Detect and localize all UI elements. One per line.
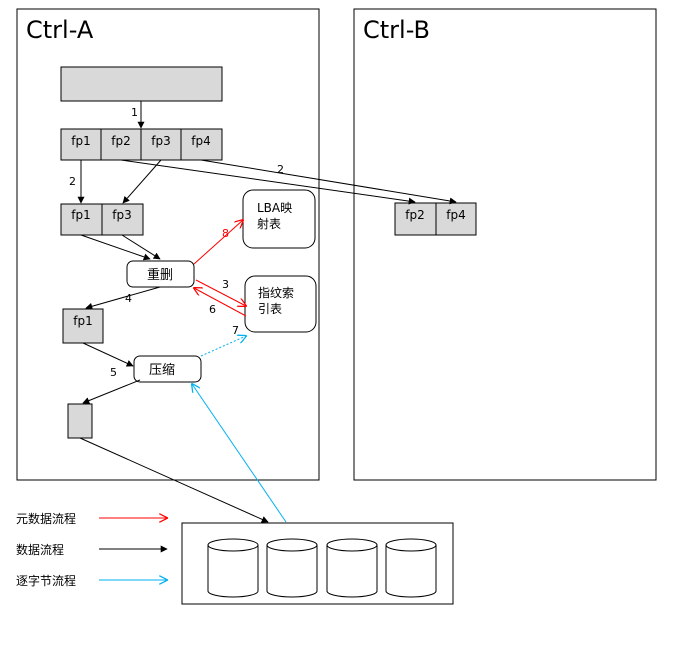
step-number: 2	[277, 163, 284, 176]
arrow-to-dedup-a	[80, 234, 151, 261]
arrow-step-6	[194, 288, 247, 317]
step-number: 4	[125, 292, 132, 305]
fp-label: fp1	[71, 134, 90, 148]
step-number: 5	[110, 366, 117, 379]
disk-icon	[207, 538, 259, 598]
fp-block	[101, 203, 144, 236]
legend-metadata-label: 元数据流程	[16, 511, 76, 526]
fp-label: fp3	[151, 134, 170, 148]
storage-pool	[181, 522, 454, 605]
ctrl-a-frame	[16, 8, 320, 481]
lba-map-label-1: LBA映	[257, 201, 292, 215]
fp-index-label-2: 引表	[258, 302, 282, 316]
step-number: 3	[222, 278, 229, 291]
incoming-data-block	[60, 66, 223, 102]
fp-label: fp2	[405, 208, 424, 222]
fp-block	[62, 308, 104, 344]
arrow-step-5	[82, 379, 141, 404]
arrow-step-2-fp4	[200, 159, 457, 205]
legend-data-label: 数据流程	[16, 542, 64, 557]
arrow-fp3-down	[122, 159, 162, 204]
fp-label: fp2	[111, 134, 130, 148]
fp-label: fp3	[112, 208, 131, 222]
step-number: 8	[222, 227, 229, 240]
fp-block	[180, 128, 223, 161]
remote-fp-block	[394, 202, 437, 236]
compress-node	[133, 355, 202, 383]
step-number: 7	[232, 324, 239, 337]
arrow-to-compress	[82, 342, 134, 367]
arrow-step-7	[200, 336, 246, 357]
step-number: 1	[131, 106, 138, 119]
fp-index-label-1: 指纹索	[258, 285, 294, 300]
dedup-label: 重删	[147, 267, 173, 283]
fp-label: fp4	[446, 208, 465, 222]
ctrl-b-frame	[353, 8, 657, 481]
ctrl-b-title: Ctrl-B	[363, 16, 430, 44]
dedup-node	[126, 260, 195, 288]
disk-icon	[385, 538, 437, 598]
legend-byte-label: 逐字节流程	[16, 573, 76, 588]
step-number: 6	[209, 303, 216, 316]
arrow-step-2-fp2	[120, 159, 416, 205]
arrow-to-dedup-b	[121, 234, 161, 260]
arrow-step-8	[193, 220, 243, 265]
ctrl-a-title: Ctrl-A	[26, 16, 94, 44]
arrow-step-4	[85, 286, 161, 310]
fp-label: fp1	[73, 314, 92, 328]
fp-label: fp1	[71, 208, 90, 222]
disk-icon	[266, 538, 318, 598]
fp-label: fp4	[191, 134, 210, 148]
compress-label: 压缩	[149, 362, 175, 378]
remote-fp-block	[435, 202, 477, 236]
disk-icon	[326, 538, 378, 598]
lba-map-label-2: 射表	[257, 216, 281, 231]
arrow-to-storage	[79, 437, 269, 523]
compressed-data-block	[67, 403, 93, 439]
arrow-byte-read	[192, 384, 287, 523]
step-number: 2	[69, 175, 76, 188]
arrow-step-3	[195, 279, 246, 306]
